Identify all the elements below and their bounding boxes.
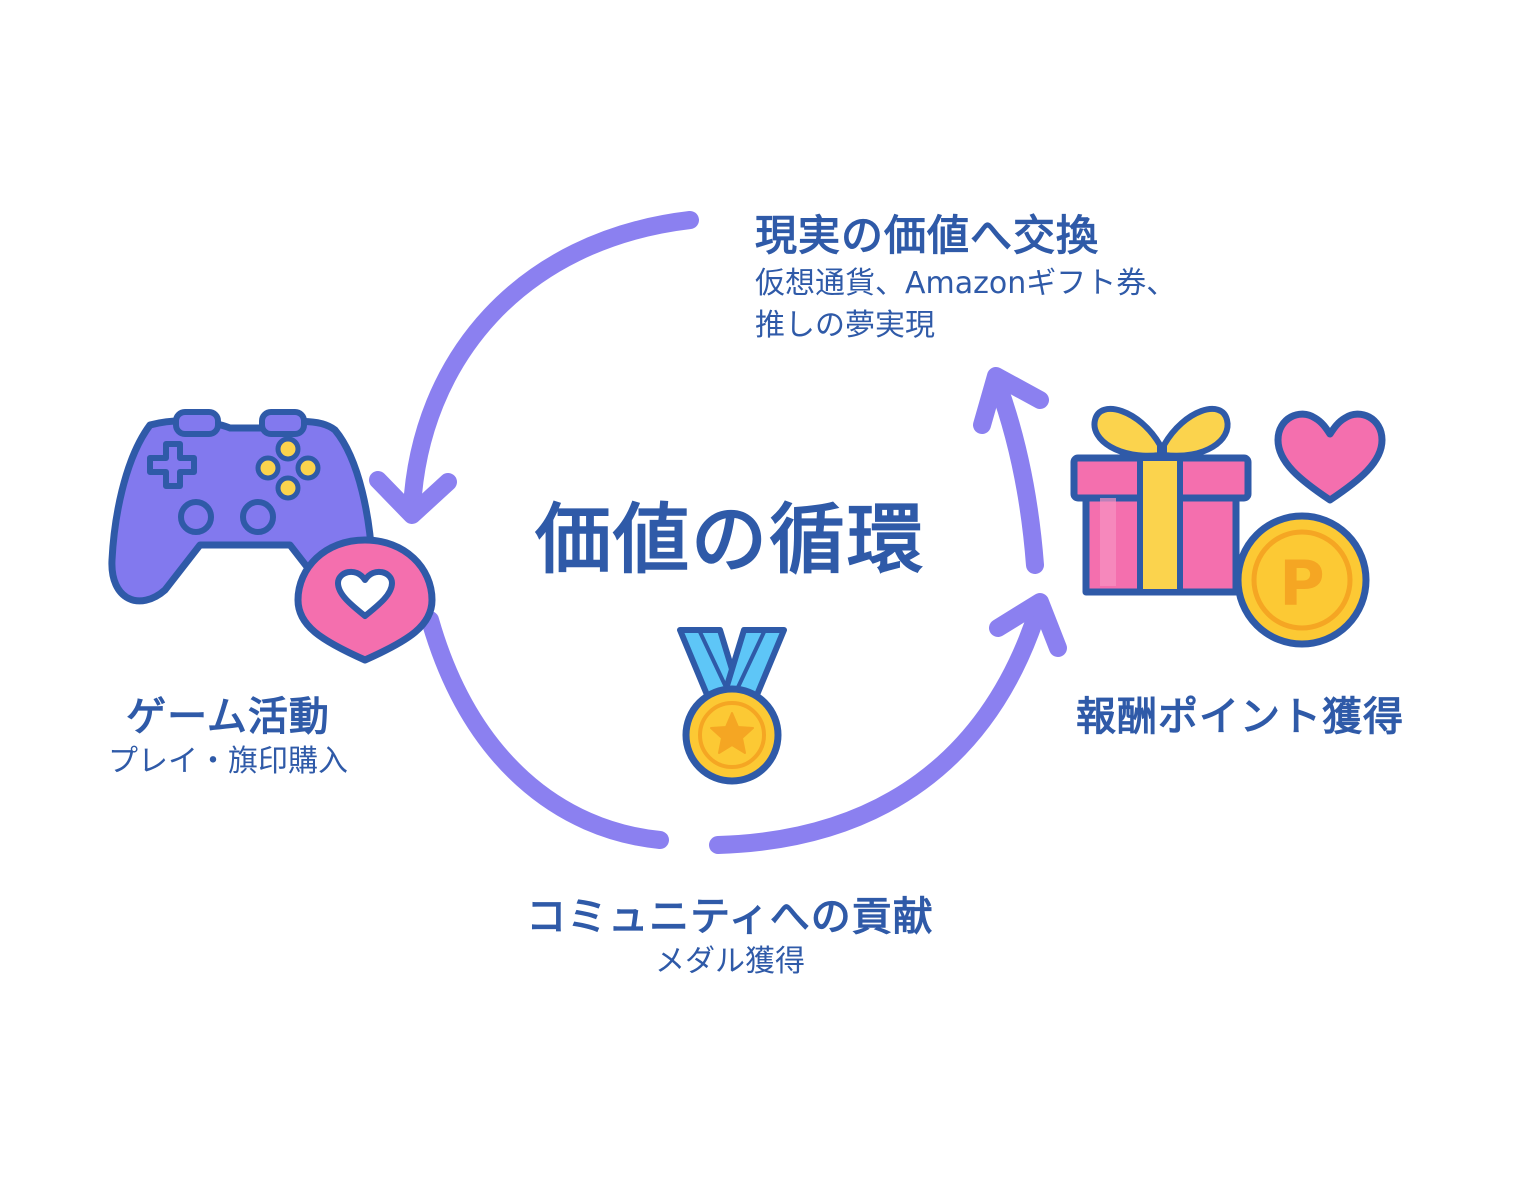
point-coin-icon: P <box>1234 512 1370 648</box>
gamepad-icon <box>108 409 376 605</box>
node-community-sub: メダル獲得 <box>655 944 805 979</box>
cycle-arrowhead-top-left <box>369 471 457 524</box>
node-game-sub: プレイ・旗印購入 <box>108 744 348 779</box>
node-exchange-sub-line2: 推しの夢実現 <box>755 307 935 343</box>
node-game: ゲーム活動 プレイ・旗印購入 <box>78 692 378 783</box>
node-exchange-sub-line1: 仮想通貨、Amazonギフト券、 <box>755 265 1177 301</box>
cycle-arrow-right-up <box>989 376 1044 574</box>
cycle-arrow-bottom-right <box>709 601 1047 854</box>
coin-letter: P <box>1279 547 1324 620</box>
node-reward-label: 報酬ポイント獲得 <box>1076 694 1404 740</box>
node-reward: 報酬ポイント獲得 <box>1030 692 1450 742</box>
cycle-arrowhead-bottom-right <box>989 593 1067 657</box>
node-community: コミュニティへの貢献 メダル獲得 <box>490 892 970 983</box>
heart-icon <box>1274 410 1386 504</box>
cycle-arrow-top-left <box>403 211 699 517</box>
node-exchange-label: 現実の価値へ交換 <box>755 211 1100 260</box>
node-community-label: コミュニティへの貢献 <box>526 894 934 940</box>
heart-badge-icon <box>294 536 436 664</box>
gift-box-icon <box>1070 405 1252 596</box>
cycle-arrow-bottom-left <box>421 611 669 849</box>
medal-icon <box>677 627 787 785</box>
node-game-label: ゲーム活動 <box>126 694 330 740</box>
node-exchange: 現実の価値へ交換 仮想通貨、Amazonギフト券、 推しの夢実現 <box>755 210 1176 347</box>
cycle-arrowhead-right-up <box>973 367 1049 434</box>
diagram-title: 価値の循環 <box>535 495 925 584</box>
